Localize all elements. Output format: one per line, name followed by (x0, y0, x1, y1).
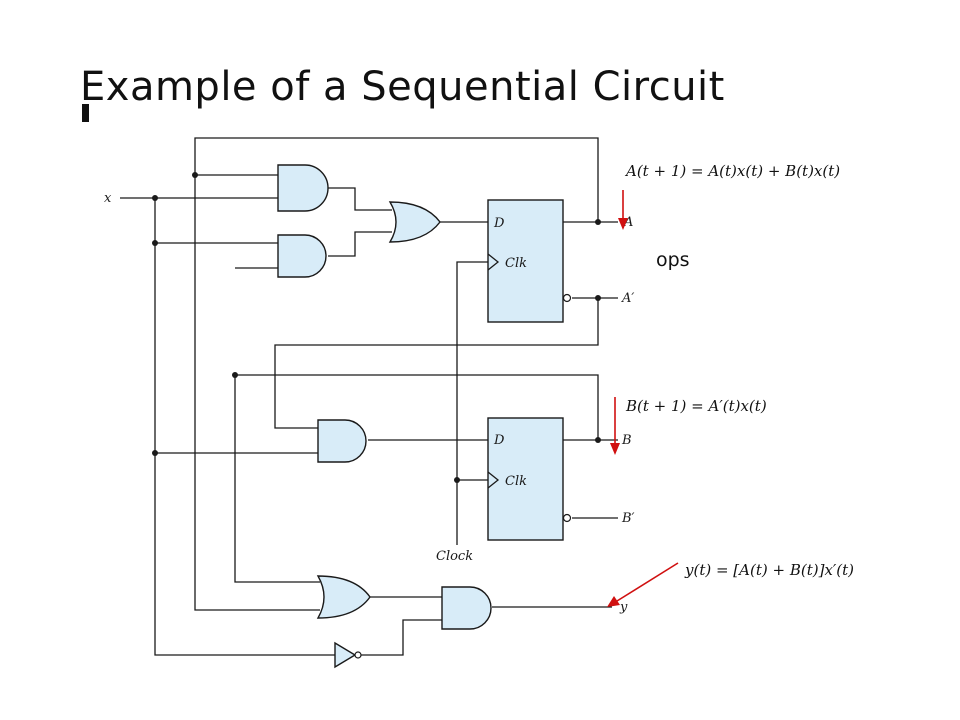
flip-flop-b (487, 417, 564, 541)
or-gate-2 (316, 575, 371, 619)
output-abar-label: A′ (621, 291, 634, 306)
arrowhead-y (607, 596, 620, 607)
wires (120, 137, 618, 656)
ff-b-clock-triangle (487, 471, 500, 489)
wire-abar-feedback (274, 298, 599, 429)
wire-and2-to-or (328, 231, 392, 257)
wire-inv-to-and4 (361, 619, 442, 656)
ff-b-clk-label: Clk (505, 474, 527, 489)
ff-b-qbar-bubble (562, 513, 572, 523)
inverter-gate (334, 641, 357, 669)
equation-y-out: y(t) = [A(t) + B(t)]x′(t) (684, 561, 854, 579)
and-gate-1 (277, 164, 329, 212)
flip-flop-a (487, 199, 564, 323)
inverter-bubble (354, 651, 362, 659)
ff-b-d-label: D (493, 433, 505, 448)
ff-a-clk-label: Clk (505, 256, 527, 271)
arrowhead-b (610, 443, 620, 455)
and-gate-3 (317, 419, 367, 463)
and-gate-2 (277, 234, 327, 278)
title-artifact (82, 104, 89, 122)
output-a-label: A (623, 215, 633, 230)
or-gate-1 (388, 201, 441, 243)
ff-a-d-label: D (493, 216, 505, 231)
and-gate-4 (441, 586, 492, 630)
arrow-to-y (616, 562, 679, 602)
arrowhead-a (618, 218, 628, 230)
output-bbar-label: B′ (621, 511, 635, 526)
wire-clock (456, 261, 488, 545)
annotation-arrows (607, 190, 679, 607)
ff-a-qbar-bubble (562, 293, 572, 303)
bullet-text-fragment: ops (656, 249, 690, 271)
clock-label: Clock (436, 549, 473, 564)
slide-title: Example of a Sequential Circuit (80, 64, 725, 110)
equation-a-next: A(t + 1) = A(t)x(t) + B(t)x(t) (624, 162, 840, 180)
wire-a-feedback (194, 137, 599, 611)
ff-a-clock-triangle (487, 253, 500, 271)
wire-and1-to-or (328, 187, 392, 211)
wire-x-bus (154, 198, 335, 656)
equation-b-next: B(t + 1) = A′(t)x(t) (625, 397, 767, 415)
junction-dots (152, 172, 601, 483)
output-y-label: y (619, 600, 628, 615)
input-x-label: x (104, 191, 112, 206)
output-b-label: B (621, 433, 632, 448)
